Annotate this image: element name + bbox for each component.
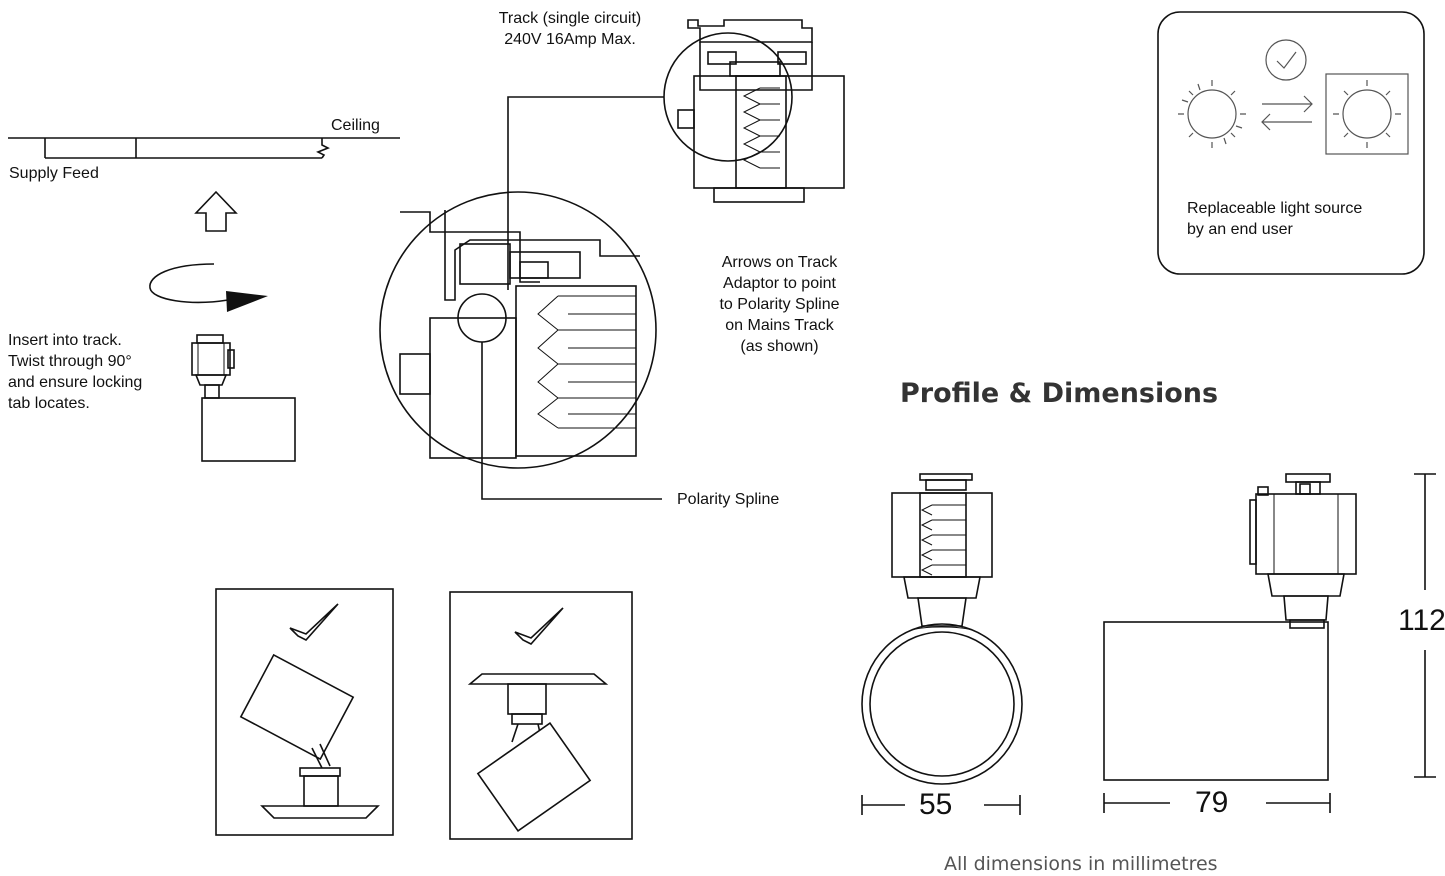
arrows-note: Arrows on Track Adaptor to point to Pola… [719,254,840,355]
ceiling-label: Ceiling [331,117,380,134]
track-detail-large [379,191,657,469]
dimension-width-side: 79 [1195,786,1229,819]
dimension-height: 112 [1398,604,1445,637]
insert-instructions: Insert into track. Twist through 90° and… [8,332,143,412]
dimension-lines [861,473,1436,815]
orientation-example-2 [449,591,633,840]
spotlight-small [191,334,296,462]
rotate-arrow-icon [149,263,268,312]
check-icon [1265,39,1307,81]
swap-arrows-icon [1261,95,1313,131]
light-bulb-icon [1325,73,1409,155]
check-icon [514,607,564,645]
supply-feed-label: Supply Feed [9,165,99,182]
profile-title: Profile & Dimensions [900,378,1219,409]
orientation-example-1 [215,588,394,836]
check-icon [289,603,339,641]
replaceable-panel [1157,11,1425,275]
track-label: Track (single circuit) 240V 16Amp Max. [498,10,642,48]
units-note: All dimensions in millimetres [944,853,1218,875]
replaceable-label: Replaceable light source by an end user [1187,200,1363,238]
leader-lines [481,96,664,500]
light-bulb-icon [1178,80,1246,148]
profile-side-view [1103,473,1357,781]
track-detail-small [663,19,845,203]
dimension-width-front: 55 [919,788,953,821]
ceiling-line [8,137,400,159]
up-arrow-icon [194,190,238,232]
polarity-spline-label: Polarity Spline [677,491,780,508]
profile-front-view [861,473,1023,785]
